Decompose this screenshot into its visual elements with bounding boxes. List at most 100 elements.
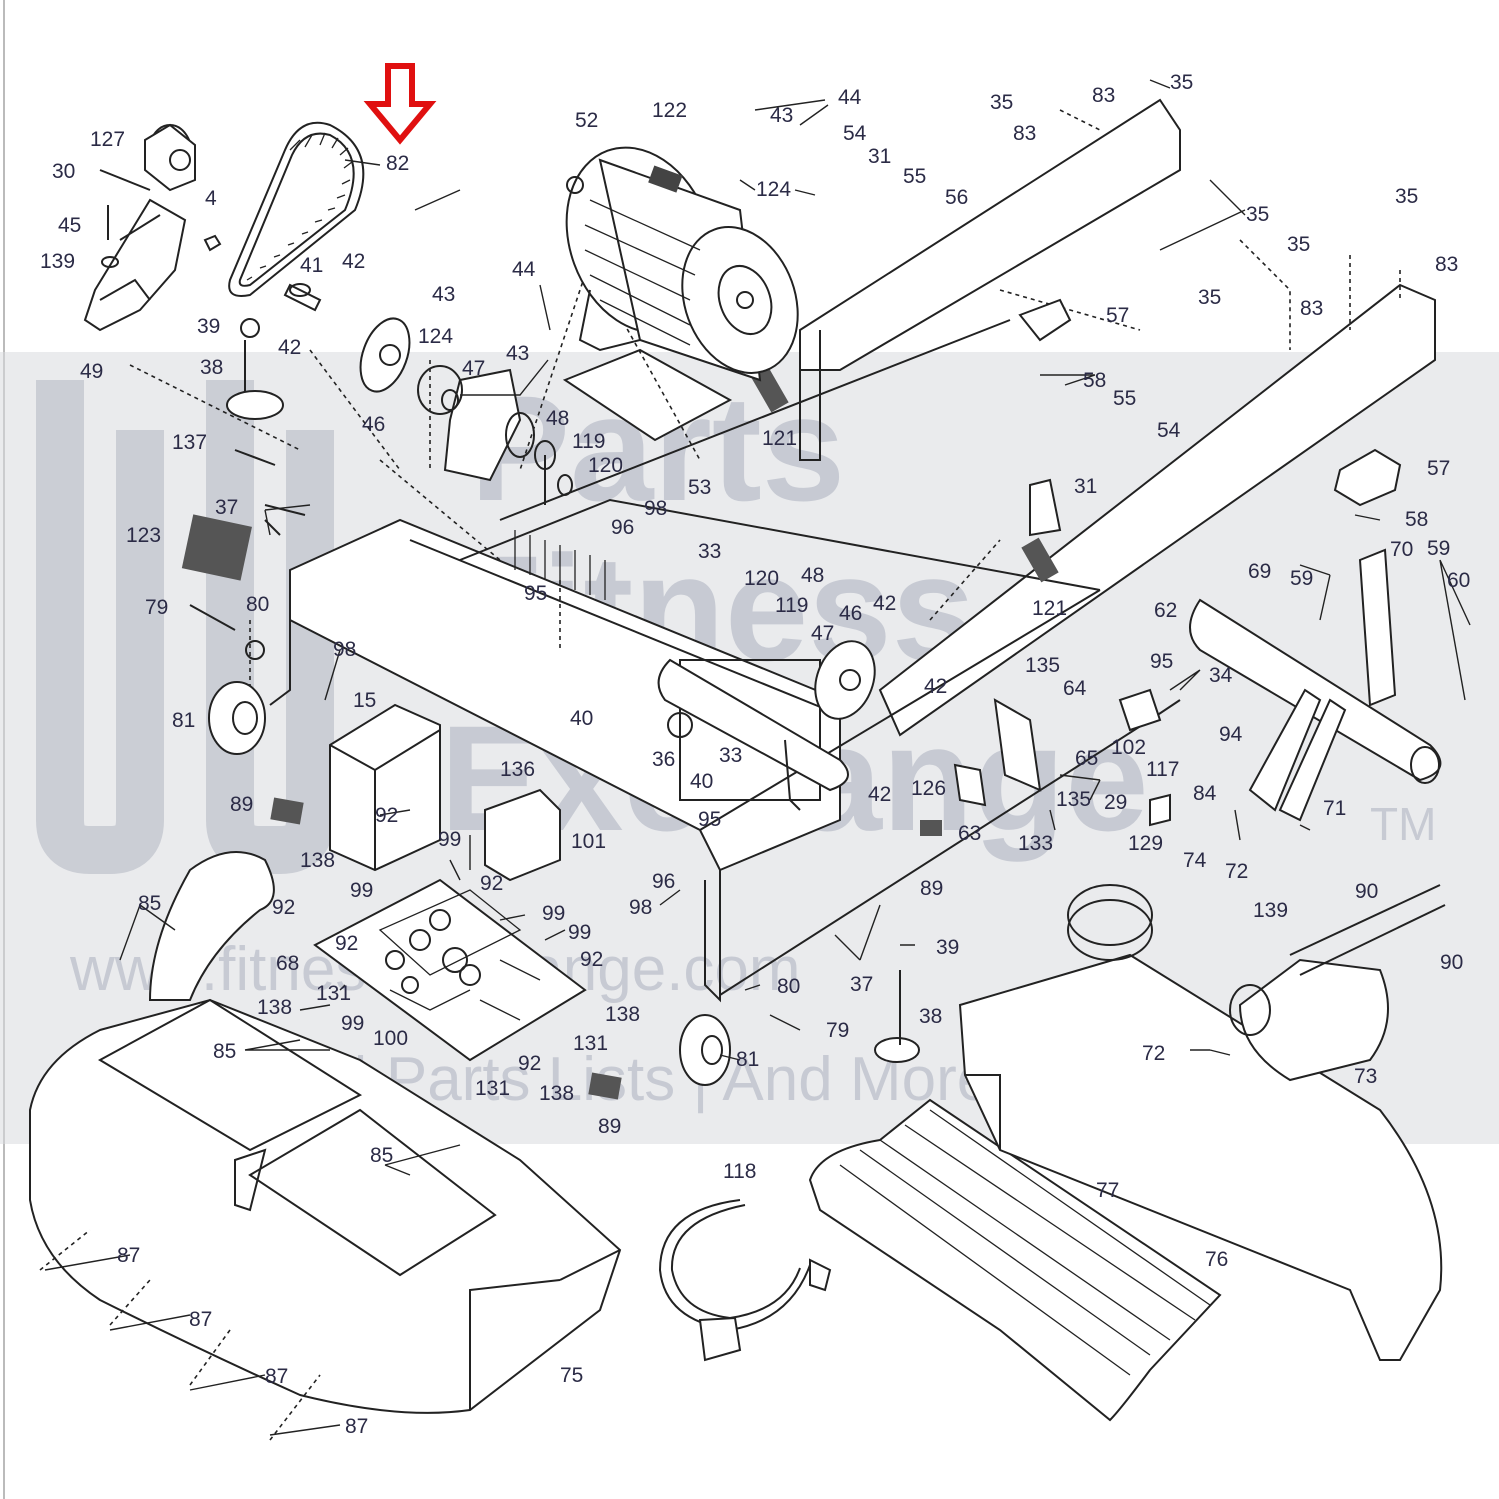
part-label: 85 — [370, 1144, 393, 1167]
part-label: 52 — [575, 109, 598, 132]
part-label: 46 — [362, 413, 385, 436]
part-label: 35 — [990, 91, 1013, 114]
part-label: 46 — [839, 602, 862, 625]
part-label: 102 — [1111, 736, 1146, 759]
part-label: 131 — [475, 1077, 510, 1100]
part-label: 38 — [200, 356, 223, 379]
part-label: 138 — [605, 1003, 640, 1026]
part-label: 79 — [826, 1019, 849, 1042]
part-label: 54 — [1157, 419, 1181, 442]
part-label: 47 — [462, 357, 485, 380]
right-side-hardware — [588, 298, 1446, 1100]
part-label: 127 — [90, 128, 125, 151]
part-label: 30 — [52, 160, 75, 183]
part-label: 101 — [571, 830, 606, 853]
part-label: 76 — [1205, 1248, 1228, 1271]
frame-rail-lower — [878, 283, 1436, 737]
part-label: 35 — [1395, 185, 1418, 208]
part-label: 57 — [1106, 304, 1129, 327]
part-label: 138 — [539, 1082, 574, 1105]
part-label: 81 — [172, 709, 195, 732]
part-label: 15 — [353, 689, 376, 712]
part-label: 87 — [189, 1308, 212, 1331]
part-label: 43 — [770, 104, 793, 127]
part-label: 96 — [611, 516, 634, 539]
part-label: 83 — [1435, 253, 1458, 276]
part-label: 73 — [1354, 1065, 1377, 1088]
part-label: 96 — [652, 870, 675, 893]
part-label: 119 — [775, 594, 808, 617]
part-label: 87 — [117, 1244, 140, 1267]
part-label: 122 — [652, 99, 687, 122]
part-label: 135 — [1056, 788, 1091, 811]
part-label: 120 — [588, 454, 623, 477]
part-label: 99 — [350, 879, 373, 902]
part-label: 44 — [512, 258, 536, 281]
part-label: 45 — [58, 214, 81, 237]
part-label: 55 — [903, 165, 926, 188]
rollers — [657, 598, 1442, 811]
highlight-arrow-icon — [363, 63, 437, 145]
part-label: 31 — [868, 145, 891, 168]
part-label: 56 — [945, 186, 968, 209]
part-label: 124 — [418, 325, 453, 348]
part-label: 98 — [644, 497, 667, 520]
part-label: 60 — [1447, 569, 1470, 592]
part-label: 83 — [1013, 122, 1036, 145]
part-label: 59 — [1427, 537, 1450, 560]
part-label: 131 — [316, 982, 351, 1005]
part-label: 35 — [1246, 203, 1269, 226]
part-label: 40 — [690, 770, 713, 793]
part-label: 98 — [333, 638, 356, 661]
part-label: 42 — [873, 592, 896, 615]
part-label: 40 — [570, 707, 593, 730]
part-label: 121 — [762, 427, 797, 450]
part-label: 31 — [1074, 475, 1097, 498]
part-label: 70 — [1390, 538, 1413, 561]
part-label: 95 — [524, 582, 547, 605]
part-label: 137 — [172, 431, 207, 454]
part-label: 69 — [1248, 560, 1271, 583]
motor-hood-75 — [29, 851, 622, 1441]
part-label: 129 — [1128, 832, 1163, 855]
watermark-logo-icon — [36, 380, 334, 874]
part-label: 136 — [500, 758, 535, 781]
part-label: 35 — [1170, 71, 1193, 94]
part-label: 87 — [265, 1365, 288, 1388]
part-label: 39 — [936, 936, 959, 959]
part-label: 58 — [1405, 508, 1428, 531]
part-label: 100 — [373, 1027, 408, 1050]
part-label: 34 — [1209, 664, 1233, 687]
part-label: 131 — [573, 1032, 608, 1055]
part-label: 58 — [1083, 369, 1106, 392]
part-label: 57 — [1427, 457, 1450, 480]
part-label: 89 — [230, 793, 253, 816]
part-label: 36 — [652, 748, 675, 771]
part-label: 72 — [1225, 860, 1248, 883]
part-label: 126 — [911, 777, 946, 800]
part-label: 35 — [1287, 233, 1310, 256]
part-label: 72 — [1142, 1042, 1165, 1065]
part-label: 53 — [688, 476, 711, 499]
part-label: 139 — [40, 250, 75, 273]
idler-assembly — [83, 123, 222, 332]
drive-motor — [565, 146, 799, 382]
frame-upright-left — [289, 518, 841, 872]
part-label: 90 — [1440, 951, 1463, 974]
part-label: 29 — [1104, 791, 1127, 814]
part-label: 85 — [213, 1040, 236, 1063]
part-label: 95 — [698, 808, 721, 831]
part-label: 62 — [1154, 599, 1177, 622]
power-cord-118 — [658, 1199, 832, 1362]
part-label: 43 — [506, 342, 529, 365]
part-label: 98 — [629, 896, 652, 919]
part-label: 133 — [1018, 832, 1053, 855]
circuit-board-100 — [313, 878, 587, 1062]
part-label: 42 — [342, 250, 365, 273]
part-label: 74 — [1183, 849, 1207, 872]
part-label: 87 — [345, 1415, 368, 1438]
part-label: 135 — [1025, 654, 1060, 677]
part-label: 92 — [580, 948, 603, 971]
part-label: 92 — [272, 896, 295, 919]
